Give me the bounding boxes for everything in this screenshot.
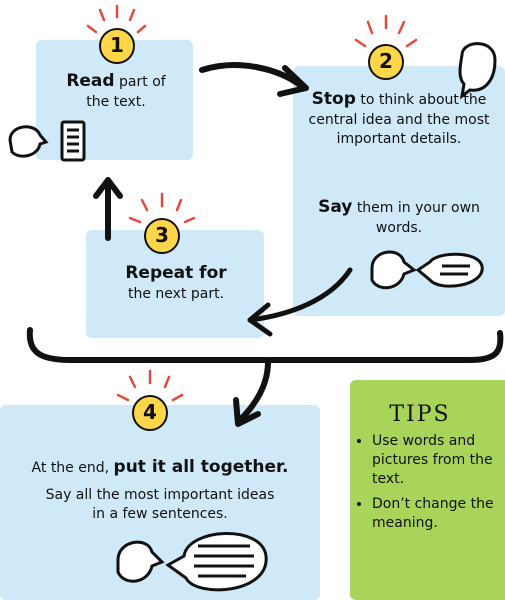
tip-item: Don’t change the meaning. [372, 495, 505, 533]
tips-panel: TIPS Use words and pictures from the tex… [350, 380, 505, 600]
rays-step-4 [116, 369, 184, 402]
step-4-lead: At the end, [31, 460, 110, 476]
step-3-number: 3 [144, 218, 180, 254]
tips-title: TIPS [389, 402, 451, 427]
tip-item: Use words and pictures from the text. [372, 432, 505, 489]
step-1-number: 1 [99, 28, 135, 64]
thinking-head-icon [458, 42, 497, 100]
step-2-text-b: Say them in your own words. [315, 196, 483, 238]
speaking-head-icon-2 [116, 540, 165, 583]
reader-head-icon [8, 125, 49, 158]
arrow-step2-to-step3 [247, 267, 353, 323]
step-1-rest: part of the text. [86, 74, 166, 110]
step-4-text: At the end, put it all together. [4, 456, 316, 479]
step-4-number: 4 [132, 395, 168, 431]
step-2-text: Stop to think about the central idea and… [305, 88, 493, 149]
tips-list: Use words and pictures from the text. Do… [358, 432, 505, 538]
speech-bubble-icon [415, 252, 484, 288]
step-2-rest: to think about the central idea and the … [308, 92, 490, 147]
large-speech-bubble-icon [165, 532, 268, 592]
step-3-head: Repeat for [125, 263, 227, 283]
rays-step-1 [86, 4, 147, 34]
step-2-rest2: them in your own words. [356, 200, 480, 236]
step-1-text: Read part of the text. [56, 70, 176, 112]
step-4-card [0, 405, 320, 600]
step-2-head: Stop [311, 89, 356, 109]
rays-step-2 [354, 14, 418, 48]
step-2-head2: Say [318, 197, 353, 217]
arrow-brace-to-step4 [237, 359, 271, 423]
step-3-rest: the next part. [127, 285, 225, 302]
step-1-head: Read [66, 71, 115, 91]
document-icon [60, 120, 86, 162]
step-2-number: 2 [368, 44, 404, 80]
speaking-head-icon [370, 250, 417, 290]
step-4-rest: Say all the most important ideas in a fe… [45, 487, 275, 522]
arrow-step1-to-step2 [199, 62, 303, 88]
step-4-head: put it all together. [113, 457, 289, 477]
brace-connector [26, 327, 504, 363]
step-3-text: Repeat for the next part. [96, 262, 256, 304]
rays-step-3 [128, 192, 196, 224]
